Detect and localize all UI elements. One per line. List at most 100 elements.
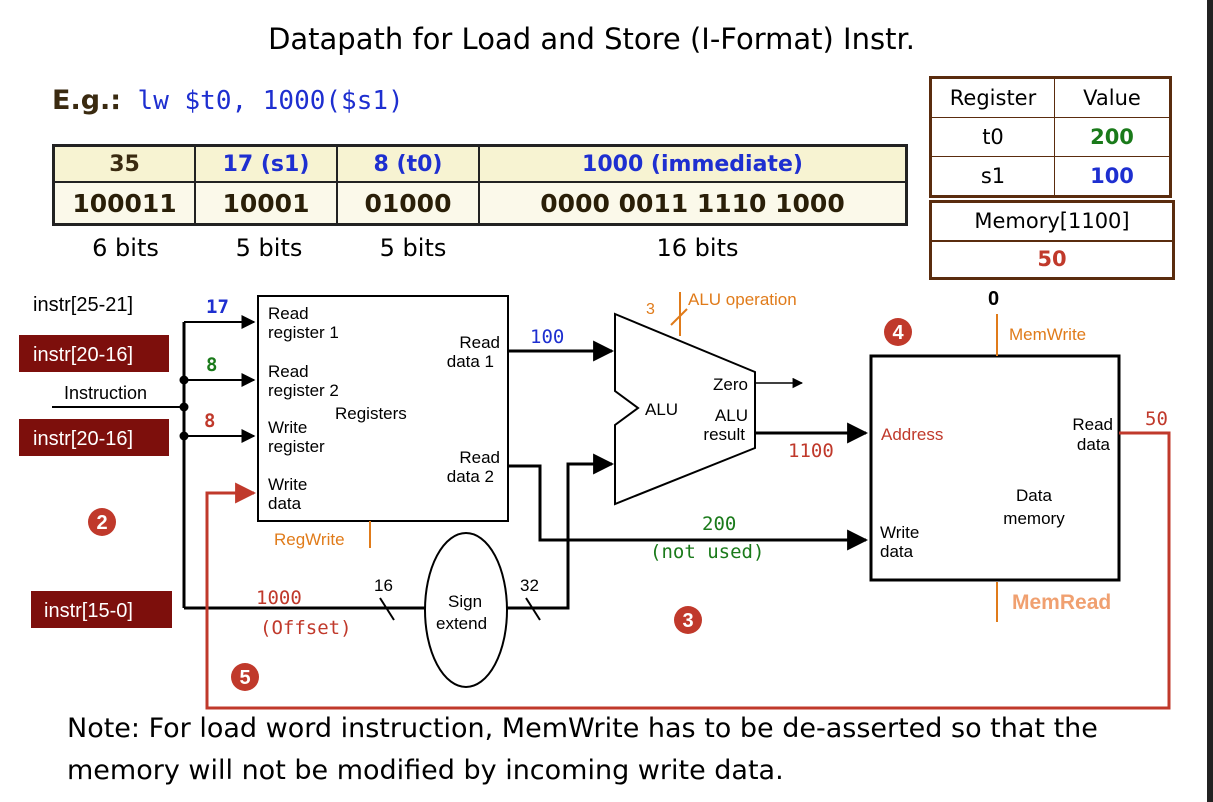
wire-writeback	[205, 431, 1171, 710]
instr-25-21-label: instr[25-21]	[33, 294, 133, 316]
step-number: 4	[892, 322, 904, 344]
field-opcode: 35	[52, 144, 196, 183]
instr-label-box	[31, 591, 172, 628]
alu-op-bits: 3	[646, 301, 655, 318]
memread-label: MemRead	[1012, 591, 1111, 614]
slide-border	[1207, 0, 1213, 802]
bus-width-tick	[379, 597, 395, 621]
register-value: 100	[1054, 156, 1171, 197]
mem-write-data-label: Write	[880, 523, 919, 542]
step-marker-4: 4	[884, 318, 912, 346]
step-marker-3: 3	[674, 606, 702, 634]
rt-value: 8	[206, 354, 217, 376]
write-data-label: data	[268, 494, 302, 513]
bin-rt: 01000	[336, 181, 480, 226]
sign-extend-unit	[424, 532, 508, 688]
bits-label: 5 bits	[235, 234, 303, 262]
bin-rs: 10001	[194, 181, 338, 226]
memory-box: Memory[1100] 50	[929, 200, 1175, 280]
write-register-label: register	[268, 437, 325, 456]
read-data2-label: data 2	[447, 467, 494, 486]
instr-15-0-label: instr[15-0]	[44, 600, 133, 622]
alu-result-value: 1100	[788, 440, 834, 462]
rs-value: 17	[206, 296, 229, 318]
mem-write-data-label: data	[880, 542, 914, 561]
mem-read-data-label: Read	[1072, 415, 1113, 434]
data-memory-label: Data	[1016, 486, 1052, 505]
instr-20-16-label: instr[20-16]	[33, 428, 133, 450]
step-number: 3	[682, 610, 693, 632]
alu-result-label: ALU	[715, 406, 748, 425]
field-immediate: 1000 (immediate)	[478, 144, 908, 183]
memwrite-label: MemWrite	[1009, 325, 1086, 344]
registers-label: Registers	[335, 404, 407, 423]
offset-label: (Offset)	[260, 617, 352, 639]
step-number: 2	[96, 512, 107, 534]
alu-label: ALU	[645, 400, 678, 419]
register-name: t0	[930, 117, 1055, 157]
instr-label-box	[19, 419, 169, 456]
read-data2-value: 200	[702, 513, 736, 535]
example-instruction: E.g.: lw $t0, 1000($s1)	[52, 85, 404, 116]
offset-value: 1000	[256, 587, 302, 609]
register-name: s1	[930, 156, 1055, 197]
rd-value: 8	[204, 410, 215, 432]
read-register1-label: register 1	[268, 323, 339, 342]
write-data-label: Write	[268, 475, 307, 494]
field-rs: 17 (s1)	[194, 144, 338, 183]
read-data1-value: 100	[530, 326, 564, 348]
note-text: Note: For load word instruction, MemWrit…	[67, 713, 1098, 786]
step-marker-2: 2	[88, 508, 116, 536]
data-memory-block	[869, 354, 1121, 582]
address-label: Address	[881, 425, 943, 444]
bus-width-tick	[670, 308, 688, 326]
read-register2-label: register 2	[268, 381, 339, 400]
zero-label: Zero	[713, 375, 748, 394]
read-register1-label: Read	[268, 304, 309, 323]
instruction-format-table: 35 17 (s1) 8 (t0) 1000 (immediate) 10001…	[52, 144, 908, 226]
regwrite-label: RegWrite	[274, 530, 345, 549]
alu-unit	[614, 312, 756, 506]
register-value: 200	[1054, 117, 1171, 157]
bits-label: 6 bits	[92, 234, 159, 262]
bits-label: 16 bits	[656, 234, 739, 262]
instr-20-16-label: instr[20-16]	[33, 344, 133, 366]
not-used-label: (not used)	[650, 541, 764, 563]
memory-label: Memory[1100]	[932, 203, 1172, 242]
bits-label: 5 bits	[379, 234, 447, 262]
registers-block	[257, 295, 509, 522]
write-register-label: Write	[268, 418, 307, 437]
alu-operation-label: ALU operation	[688, 290, 797, 309]
bin-immediate: 0000 0011 1110 1000	[478, 181, 908, 226]
data-memory-label: memory	[1003, 509, 1065, 528]
bits16-label: 16	[374, 576, 393, 595]
example-code: lw $t0, 1000($s1)	[137, 86, 404, 116]
sign-extend-label: extend	[436, 614, 487, 633]
mem-read-data-label: data	[1077, 435, 1111, 454]
read-data2-label: Read	[459, 448, 500, 467]
register-table: Register Value t0 200 s1 100	[929, 76, 1172, 198]
read-data1-label: data 1	[447, 352, 494, 371]
mem-read-value: 50	[1145, 408, 1168, 430]
sign-extend-label: Sign	[448, 592, 482, 611]
read-register2-label: Read	[268, 362, 309, 381]
slide-title: Datapath for Load and Store (I-Format) I…	[268, 22, 915, 56]
wire-sign-extend-out	[507, 453, 615, 610]
register-header: Register	[930, 77, 1055, 118]
step-marker-5: 5	[231, 663, 259, 691]
wire-read-data2	[508, 464, 869, 551]
instruction-label: Instruction	[64, 383, 147, 403]
bus-width-tick	[525, 597, 541, 621]
example-label: E.g.:	[52, 85, 122, 116]
bits32-label: 32	[520, 576, 539, 595]
bin-opcode: 100011	[52, 181, 196, 226]
value-header: Value	[1054, 77, 1171, 118]
memwrite-value: 0	[988, 288, 999, 310]
read-data1-label: Read	[459, 333, 500, 352]
step-number: 5	[239, 667, 250, 689]
alu-result-label: result	[703, 425, 745, 444]
instr-label-box	[19, 335, 169, 372]
memory-value: 50	[1037, 247, 1067, 271]
field-rt: 8 (t0)	[336, 144, 480, 183]
